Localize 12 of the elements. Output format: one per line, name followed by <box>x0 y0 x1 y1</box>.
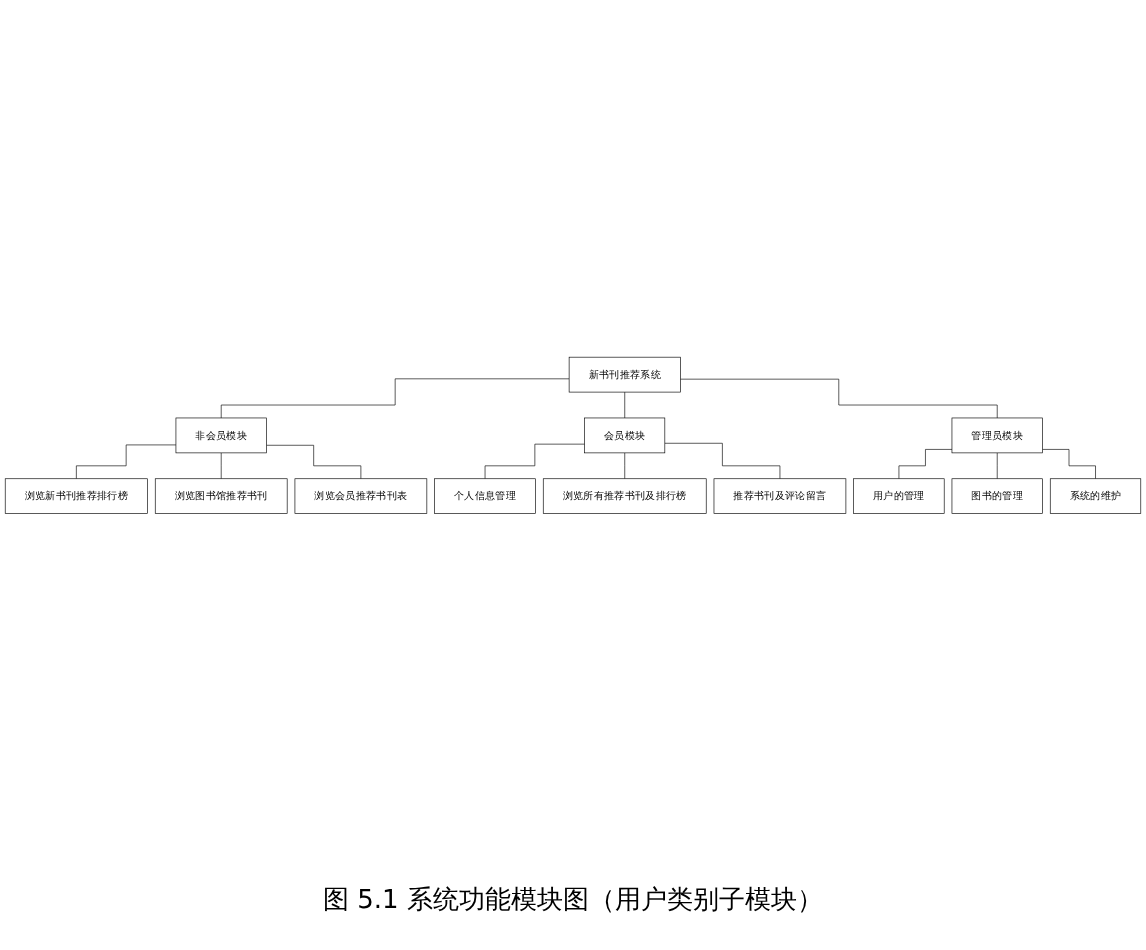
connector <box>680 378 998 418</box>
connector <box>996 452 998 479</box>
connector <box>624 391 626 418</box>
connector <box>484 443 585 479</box>
connector <box>220 452 222 479</box>
connector <box>266 444 362 479</box>
figure-caption: 图 5.1 系统功能模块图（用户类别子模块） <box>323 884 823 918</box>
connector <box>898 448 953 479</box>
connector <box>624 452 626 479</box>
connector <box>76 444 177 479</box>
connector <box>1042 448 1096 479</box>
connector <box>664 442 781 479</box>
